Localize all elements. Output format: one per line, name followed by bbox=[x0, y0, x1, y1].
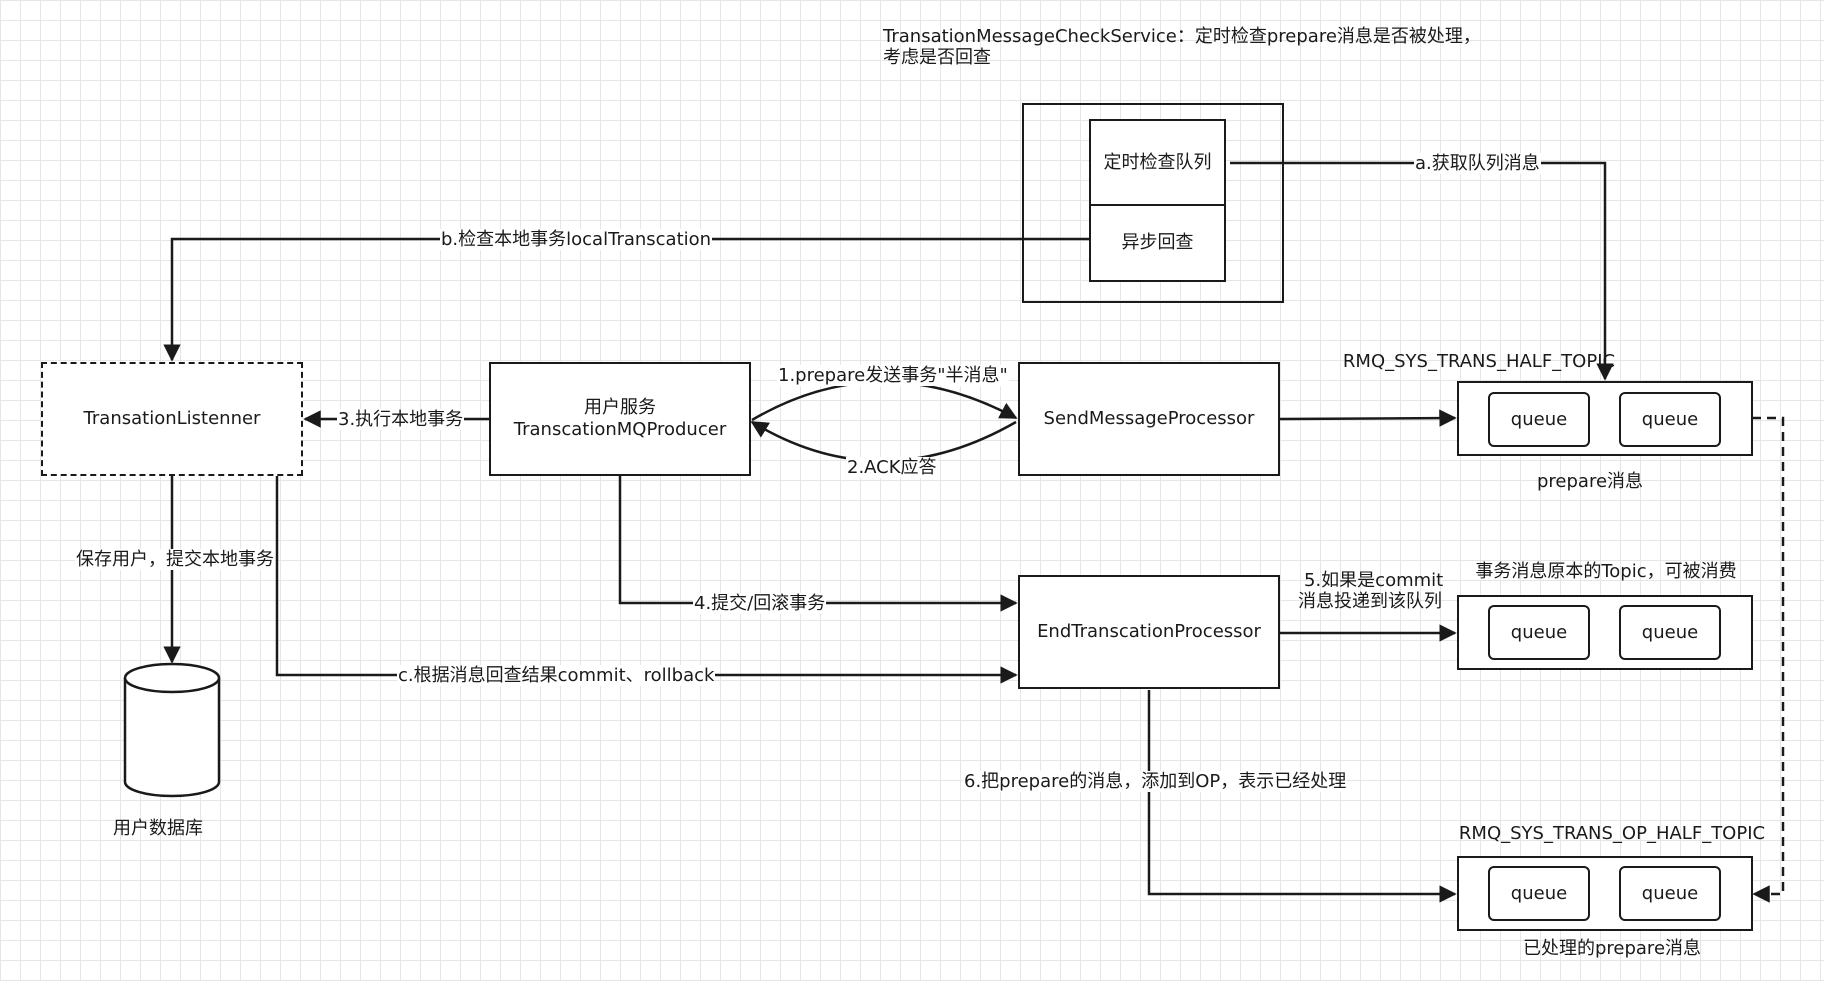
edge-1-prepare bbox=[751, 380, 1018, 422]
edge-6-add-to-op bbox=[1147, 690, 1457, 903]
edge-3-label: 3.执行本地事务 bbox=[337, 409, 465, 430]
queue-check-label: 定时检查队列 bbox=[1103, 151, 1212, 173]
half-queue-1: queue bbox=[1488, 392, 1590, 447]
op-topic-caption: 已处理的prepare消息 bbox=[1522, 938, 1702, 959]
check-service-note: TransationMessageCheckService：定时检查prepar… bbox=[883, 26, 1481, 68]
half-topic-caption: prepare消息 bbox=[1536, 471, 1644, 492]
edge-b-label: b.检查本地事务localTranscation bbox=[440, 229, 713, 250]
edge-1-label: 1.prepare发送事务"半消息" bbox=[777, 365, 1009, 386]
send-message-processor-node: SendMessageProcessor bbox=[1018, 362, 1280, 476]
edge-4-label: 4.提交/回滚事务 bbox=[693, 593, 827, 614]
edge-c-label: c.根据消息回查结果commit、rollback bbox=[397, 665, 716, 686]
edge-c-check-result bbox=[275, 476, 1018, 684]
producer-label-1: 用户服务 bbox=[584, 397, 656, 418]
queue-check-node: 定时检查队列 bbox=[1089, 119, 1226, 206]
origin-queue-1: queue bbox=[1488, 605, 1590, 660]
op-topic-title: RMQ_SYS_TRANS_OP_HALF_TOPIC bbox=[1458, 823, 1766, 844]
producer-node: 用户服务 TranscationMQProducer bbox=[489, 362, 751, 476]
origin-topic-title: 事务消息原本的Topic，可被消费 bbox=[1475, 561, 1737, 582]
database-cylinder bbox=[123, 662, 221, 798]
send-processor-label: SendMessageProcessor bbox=[1043, 408, 1255, 429]
async-check-label: 异步回查 bbox=[1121, 232, 1194, 253]
edge-a-label: a.获取队列消息 bbox=[1414, 153, 1541, 174]
op-queue-1: queue bbox=[1488, 866, 1590, 921]
edge-2-label: 2.ACK应答 bbox=[846, 457, 938, 478]
listener-label: TransationListenner bbox=[83, 408, 261, 429]
edge-a-get-queue-message bbox=[1230, 161, 1614, 381]
producer-label-2: TranscationMQProducer bbox=[513, 419, 727, 440]
edge-send-to-half-topic bbox=[1279, 409, 1457, 427]
edge-save-label: 保存用户，提交本地事务 bbox=[75, 549, 275, 570]
op-queue-2: queue bbox=[1619, 866, 1721, 921]
edge-2-ack bbox=[750, 420, 1017, 463]
end-processor-label: EndTranscationProcessor bbox=[1037, 621, 1261, 642]
end-transaction-processor-node: EndTranscationProcessor bbox=[1018, 575, 1280, 689]
database-label: 用户数据库 bbox=[113, 818, 203, 839]
edge-6-label: 6.把prepare的消息，添加到OP，表示已经处理 bbox=[963, 771, 1348, 792]
half-topic-title: RMQ_SYS_TRANS_HALF_TOPIC bbox=[1342, 351, 1616, 372]
edge-5-label: 5.如果是commit 消息投递到该队列 bbox=[1298, 570, 1444, 612]
async-check-node: 异步回查 bbox=[1089, 204, 1226, 282]
check-service-container bbox=[1022, 103, 1284, 303]
edge-half-to-op-dashed bbox=[1752, 416, 1785, 903]
half-queue-2: queue bbox=[1619, 392, 1721, 447]
edge-b-check-local-transaction bbox=[163, 237, 1090, 362]
transaction-listener-node: TransationListenner bbox=[41, 362, 303, 476]
edge-4-commit-rollback bbox=[618, 476, 1018, 612]
origin-queue-2: queue bbox=[1619, 605, 1721, 660]
